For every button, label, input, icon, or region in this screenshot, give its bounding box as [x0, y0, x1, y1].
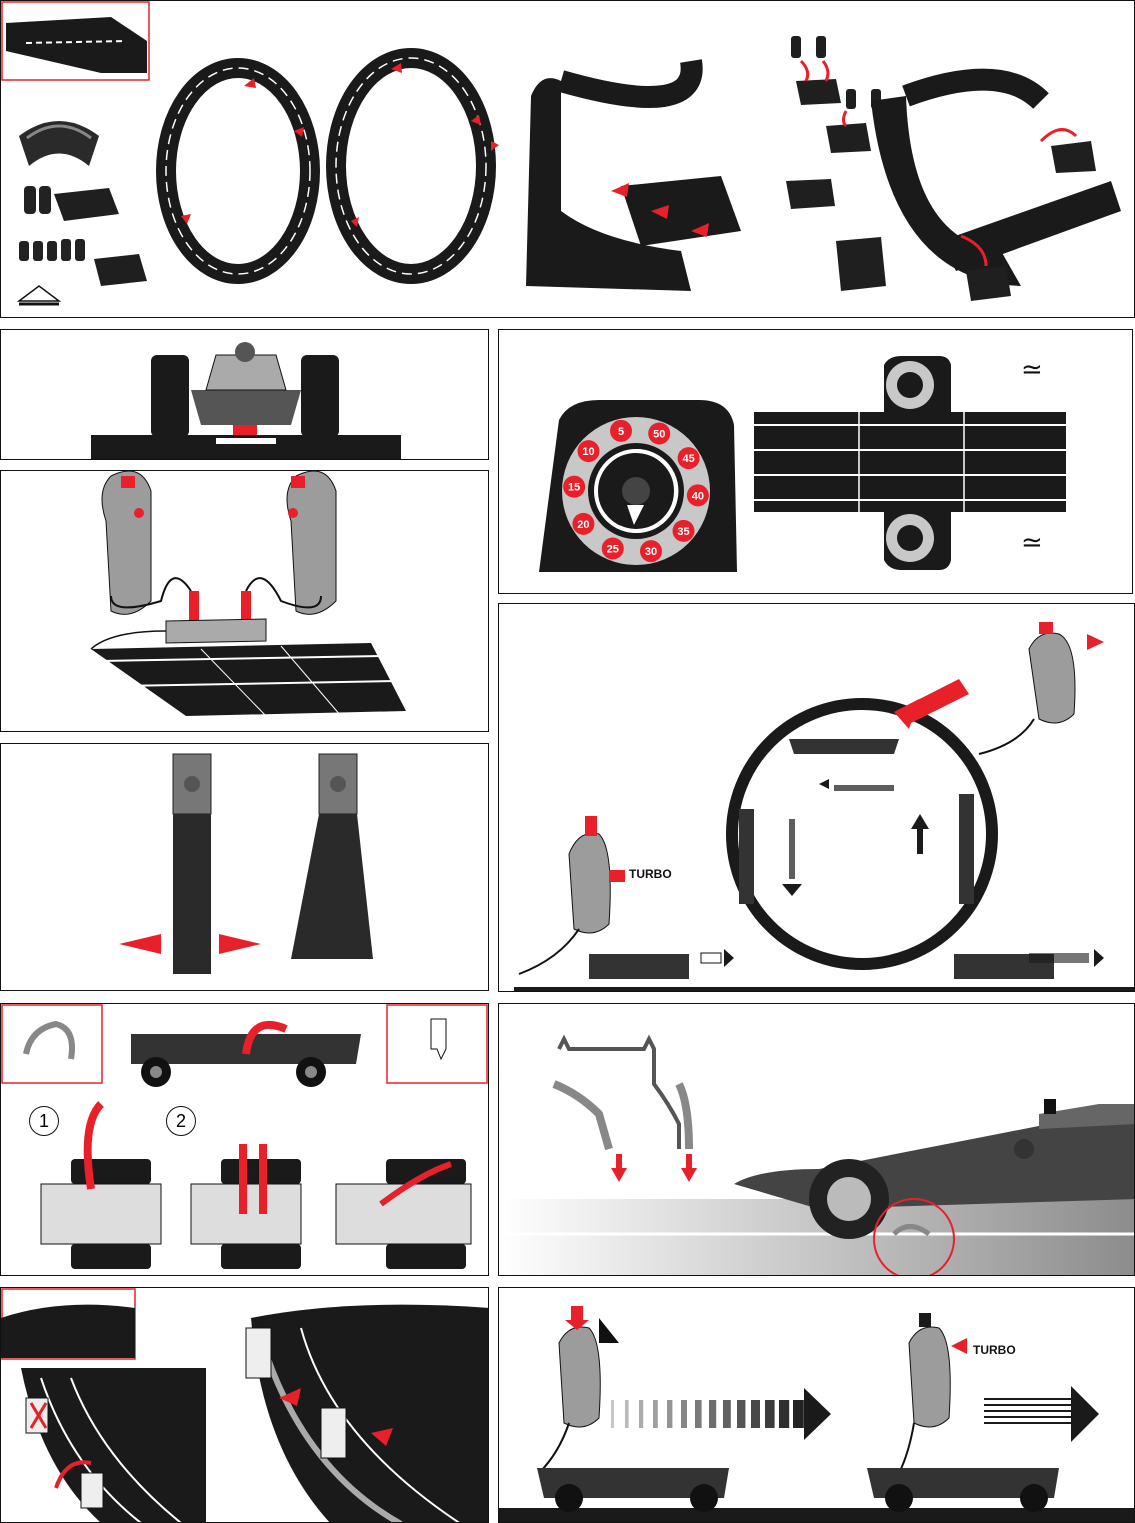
guide-step-images [41, 1104, 471, 1269]
loop-driving-panel: TURBO [498, 603, 1135, 992]
dial-number: 25 [607, 543, 619, 555]
right-speed-arrow [984, 1386, 1099, 1442]
track-oval-2 [336, 58, 499, 274]
car-front-illustration [1, 330, 489, 460]
braid-panel [0, 743, 489, 991]
speed-bar [639, 1400, 643, 1428]
track-oval-1 [166, 68, 310, 274]
dial-number: 35 [677, 526, 689, 538]
braid-illustration [1, 744, 489, 991]
speed-bar [681, 1400, 687, 1428]
speed-control-illustration [499, 1288, 1135, 1523]
speed-bar [653, 1400, 658, 1428]
controller-connection-panel [0, 470, 489, 732]
speed-arrows [701, 779, 1104, 967]
dial-number: 45 [682, 453, 694, 465]
track-curve-4 [871, 80, 1121, 301]
speed-bar [695, 1400, 702, 1428]
guide-removal-illustration [1, 1004, 489, 1276]
speed-bar [611, 1400, 614, 1428]
speed-control-panel: TURBO [498, 1287, 1135, 1523]
dial-number: 5 [618, 426, 624, 438]
track-assembly-illustration [1, 1, 1135, 318]
approx-symbol-bottom: ≃ [1021, 528, 1043, 558]
lap-counter-track [754, 412, 1066, 512]
dial-number: 20 [577, 519, 589, 531]
border-clip-panel [0, 1287, 489, 1523]
dial-number: 50 [653, 429, 665, 441]
guide-keel-panel [498, 1003, 1135, 1276]
turbo-label-loop: TURBO [629, 867, 672, 881]
lap-counter-panel: 50 45 40 35 30 25 20 15 10 5 ≃ ≃ [498, 329, 1133, 594]
track-assembly-panel [0, 0, 1135, 318]
speed-bar [751, 1400, 760, 1428]
controller-right [287, 471, 336, 614]
speed-bar [737, 1400, 745, 1428]
speed-bar [667, 1400, 672, 1428]
parts-list [19, 121, 147, 304]
turbo-label-speed: TURBO [973, 1343, 1016, 1357]
controller-left [102, 471, 151, 614]
approx-symbol-top: ≃ [1021, 355, 1043, 385]
track-curve-3 [526, 61, 741, 291]
border-clip-illustration [1, 1288, 489, 1523]
speed-bar [723, 1400, 731, 1428]
speed-bar [793, 1400, 804, 1428]
loop-driving-illustration [499, 604, 1135, 992]
guide-removal-panel: 1 2 [0, 1003, 489, 1276]
controller-connection-illustration [1, 471, 489, 732]
dial-number: 40 [692, 490, 704, 502]
dial-number: 10 [582, 446, 594, 458]
track-supports [786, 36, 886, 291]
speed-bar [625, 1400, 629, 1428]
speed-bar [765, 1400, 775, 1428]
step-number-1: 1 [29, 1106, 59, 1136]
step-number-2: 2 [166, 1106, 196, 1136]
inset-track-piece [6, 17, 147, 73]
dial-number: 30 [645, 546, 657, 558]
left-speed-arrow [611, 1400, 804, 1428]
speed-bar [709, 1400, 716, 1428]
guide-keel-illustration [499, 1004, 1135, 1276]
dial-number: 15 [568, 482, 580, 494]
speed-bar [779, 1400, 789, 1428]
car-front-panel [0, 329, 489, 460]
